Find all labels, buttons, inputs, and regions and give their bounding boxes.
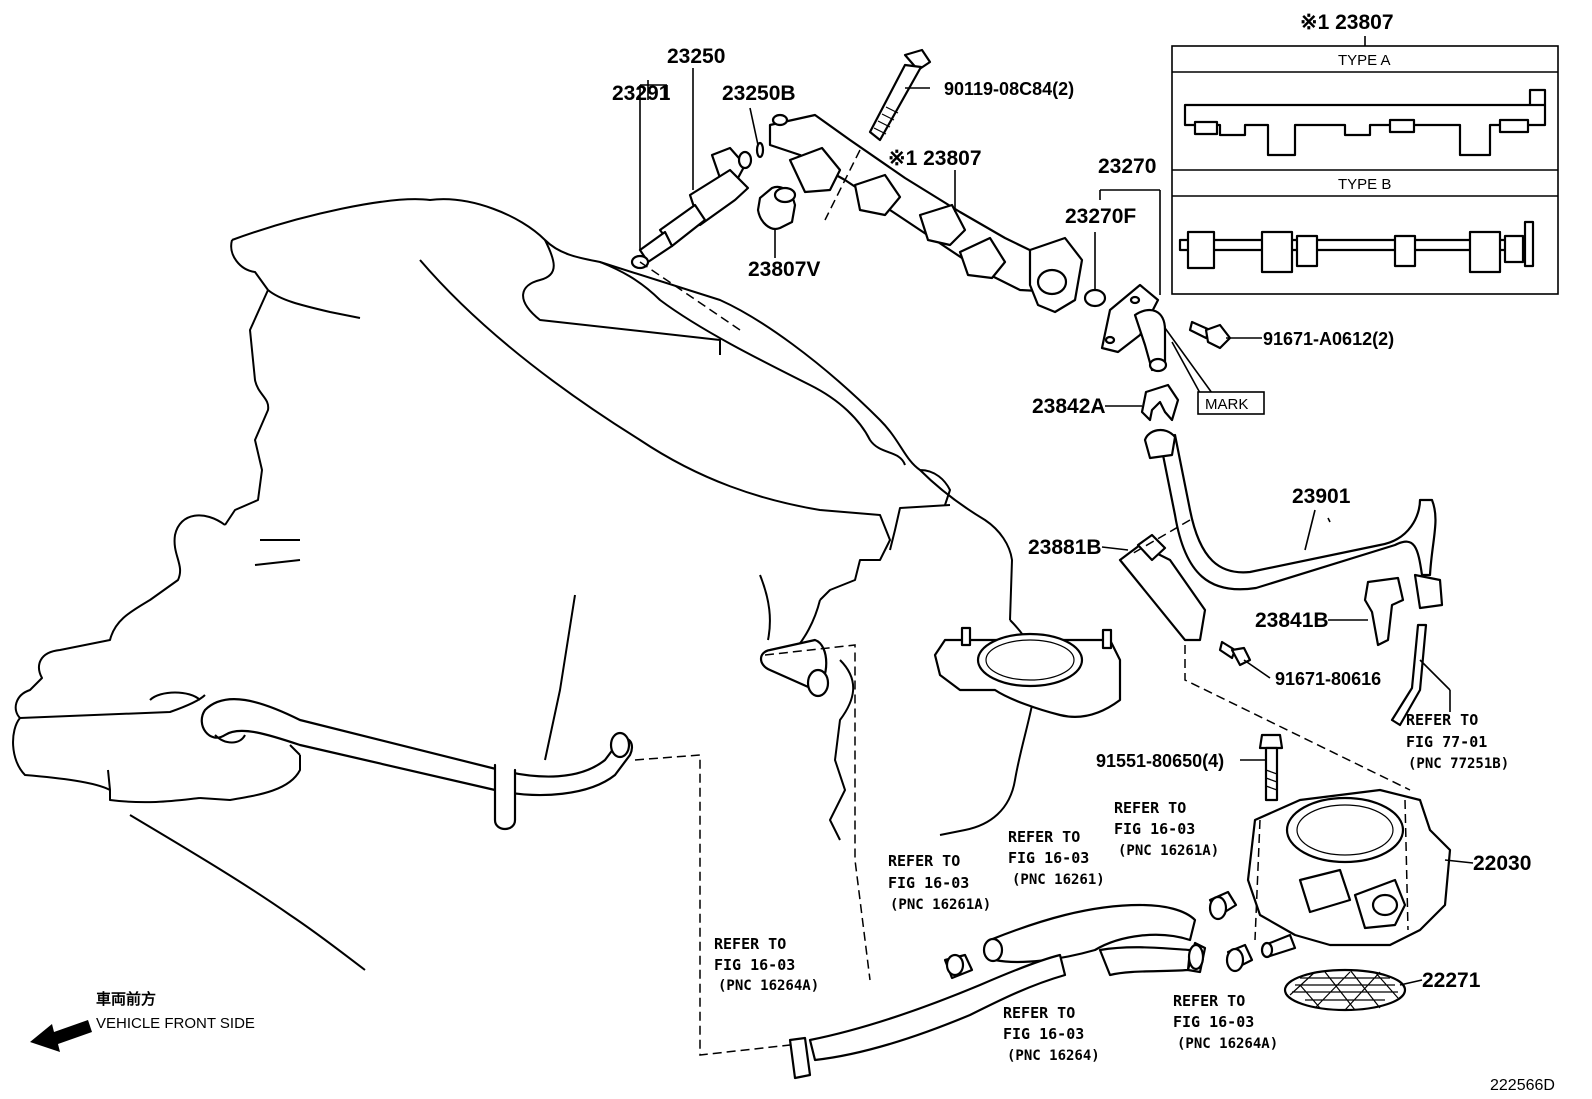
refer-16261: REFER TO FIG 16-03 (PNC 16261) (1008, 828, 1105, 888)
inset-box (1171, 36, 1559, 295)
fuel-injector (630, 146, 753, 270)
label-mark: MARK (1205, 396, 1248, 413)
refer-16261A-right: REFER TO FIG 16-03 (PNC 16261A) (1114, 799, 1219, 859)
svg-text:FIG 16-03: FIG 16-03 (1114, 820, 1195, 838)
svg-text:REFER TO: REFER TO (888, 852, 960, 870)
refer-16264A-left: REFER TO FIG 16-03 (PNC 16264A) (714, 935, 819, 994)
label-23842A: 23842A (1032, 395, 1106, 418)
label-23807-main: ※1 23807 (888, 147, 982, 170)
leader-lines (639, 68, 1474, 986)
gasket-22271 (1283, 968, 1407, 1012)
svg-text:REFER TO: REFER TO (1008, 828, 1080, 846)
svg-text:(PNC 77251B): (PNC 77251B) (1408, 756, 1509, 772)
label-23881B: 23881B (1028, 536, 1102, 559)
svg-text:FIG 77-01: FIG 77-01 (1406, 733, 1487, 751)
fuel-rail (768, 113, 1084, 314)
port-stub (759, 638, 830, 698)
svg-text:REFER TO: REFER TO (1406, 711, 1478, 729)
rail-bolt (868, 48, 932, 142)
fuel-hose (1143, 428, 1444, 610)
clip-23841B (1363, 576, 1405, 647)
label-23807V: 23807V (748, 258, 820, 281)
label-23901: 23901 (1292, 485, 1351, 508)
svg-text:REFER TO: REFER TO (1173, 992, 1245, 1010)
label-22271: 22271 (1422, 969, 1481, 992)
svg-text:REFER TO: REFER TO (1003, 1004, 1075, 1022)
mark-box (1197, 391, 1265, 415)
front-arrow-icon (30, 1020, 92, 1052)
svg-text:FIG 16-03: FIG 16-03 (714, 956, 795, 974)
refer-77-01: REFER TO FIG 77-01 (PNC 77251B) (1406, 711, 1509, 772)
clamp-23881B (1118, 533, 1252, 667)
label-23841B: 23841B (1255, 609, 1329, 632)
label-23250B: 23250B (722, 82, 796, 105)
label-23270: 23270 (1098, 155, 1156, 178)
bolt-91551 (1258, 733, 1284, 802)
dashed-reference-lines (634, 149, 1411, 1056)
engine-outline (12, 198, 1038, 971)
label-22030: 22030 (1473, 852, 1531, 875)
drawing-number: 222566D (1490, 1077, 1555, 1094)
svg-text:(PNC 16264A): (PNC 16264A) (718, 978, 819, 994)
svg-text:REFER TO: REFER TO (1114, 799, 1186, 817)
svg-text:(PNC 16261A): (PNC 16261A) (890, 897, 991, 913)
injector-seals (755, 141, 797, 230)
svg-text:REFER TO: REFER TO (714, 935, 786, 953)
clip-23842A (1140, 383, 1180, 422)
svg-text:(PNC 16261): (PNC 16261) (1012, 872, 1105, 888)
manifold-flange (933, 626, 1122, 718)
inset-type-b: TYPE B (1338, 176, 1391, 193)
svg-text:FIG 16-03: FIG 16-03 (1173, 1013, 1254, 1031)
svg-text:(PNC 16264): (PNC 16264) (1007, 1048, 1100, 1064)
label-90119: 90119-08C84(2) (944, 79, 1074, 99)
svg-text:FIG 16-03: FIG 16-03 (1008, 849, 1089, 867)
svg-text:FIG 16-03: FIG 16-03 (1003, 1025, 1084, 1043)
fuel-connector (1100, 283, 1168, 373)
o-ring-23270F (1083, 288, 1107, 308)
svg-text:(PNC 16264A): (PNC 16264A) (1177, 1036, 1278, 1052)
label-91671-80616: 91671-80616 (1275, 669, 1381, 689)
label-91671-a0612: 91671-A0612(2) (1263, 329, 1394, 349)
label-23291: 23291 (612, 82, 671, 105)
screw-91671-a0612 (1188, 320, 1232, 350)
refer-16264A-right: REFER TO FIG 16-03 (PNC 16264A) (1173, 992, 1278, 1052)
refer-16264: REFER TO FIG 16-03 (PNC 16264) (1003, 1004, 1100, 1064)
front-side-japanese: 車両前方 (96, 990, 156, 1008)
inset-title: ※1 23807 (1300, 11, 1394, 34)
inset-type-a: TYPE A (1338, 52, 1391, 69)
label-23270F: 23270F (1065, 205, 1136, 228)
label-23250: 23250 (667, 45, 725, 68)
hose-77-01 (1390, 623, 1428, 727)
throttle-body (1246, 788, 1452, 959)
svg-text:(PNC 16261A): (PNC 16261A) (1118, 843, 1219, 859)
front-side-english: VEHICLE FRONT SIDE (96, 1015, 255, 1032)
svg-text:FIG 16-03: FIG 16-03 (888, 874, 969, 892)
refer-16261A-left: REFER TO FIG 16-03 (PNC 16261A) (888, 852, 991, 913)
label-91551: 91551-80650(4) (1096, 751, 1224, 771)
coolant-hoses (788, 890, 1254, 1080)
